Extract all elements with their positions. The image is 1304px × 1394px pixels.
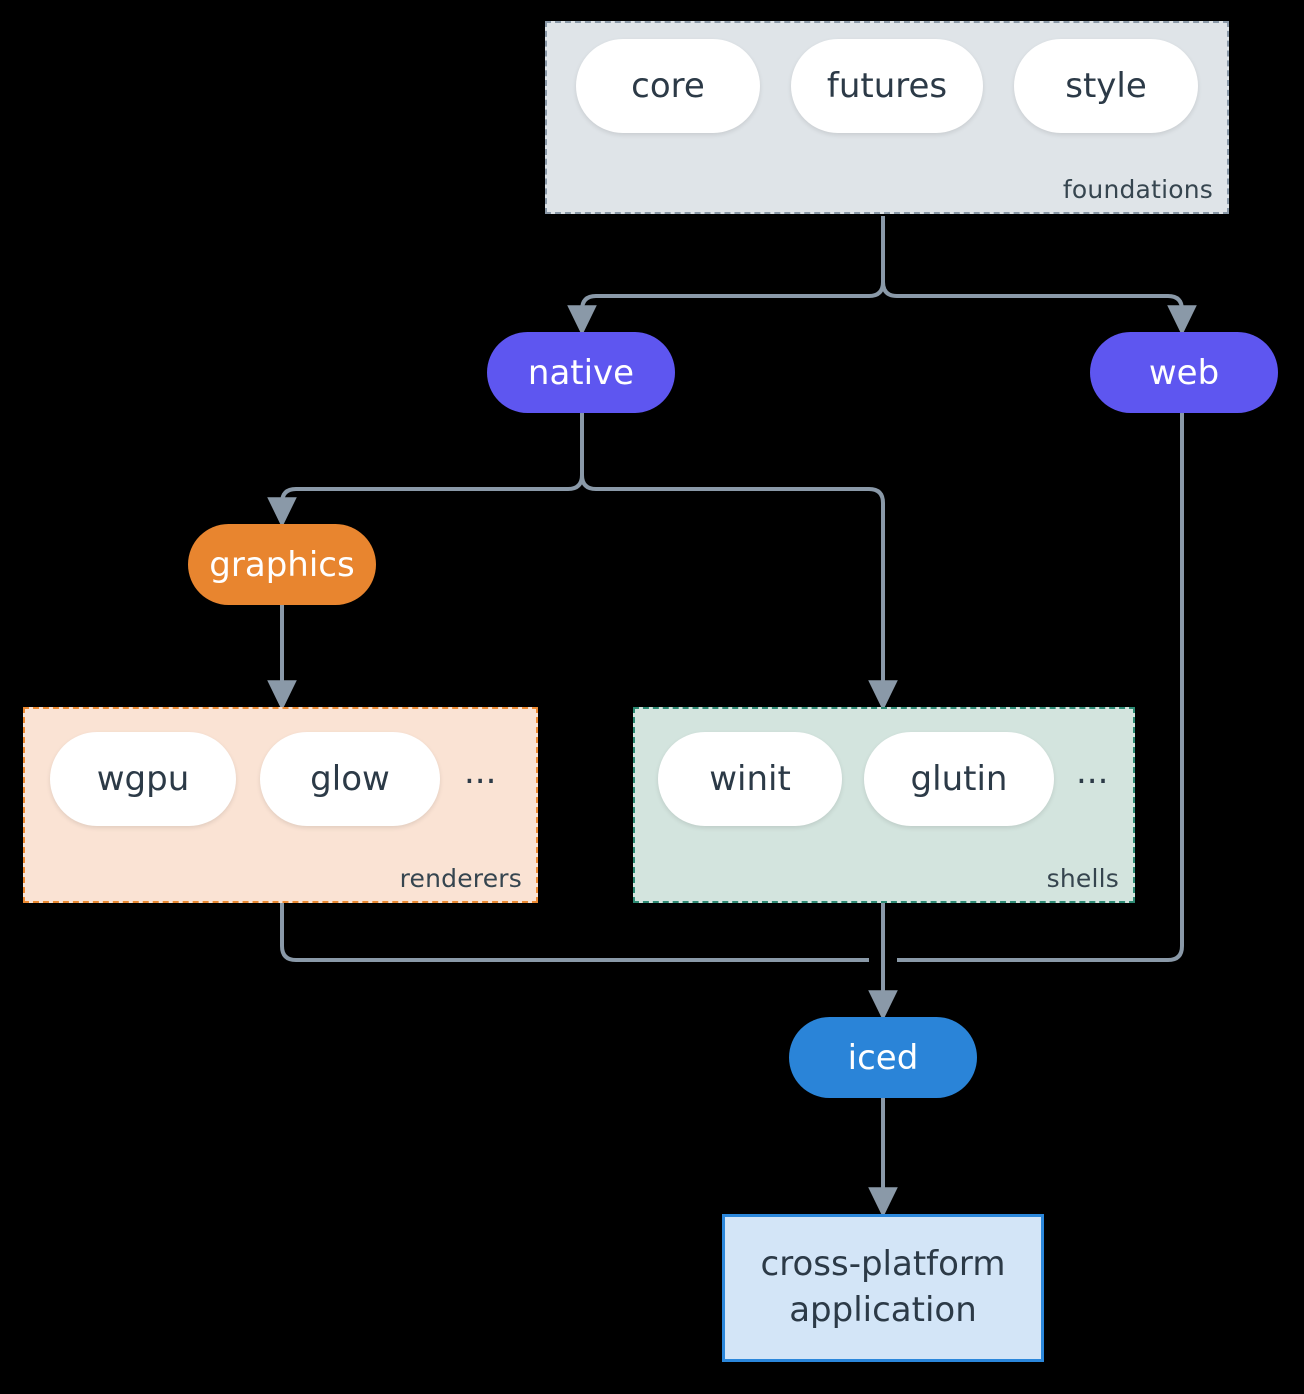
node-cross-platform-application[interactable]: cross-platform application	[722, 1214, 1044, 1362]
node-glutin-label: glutin	[910, 759, 1008, 799]
node-native-label: native	[527, 352, 635, 393]
node-winit[interactable]: winit	[658, 732, 842, 826]
cluster-foundations-items: core futures style	[547, 39, 1227, 133]
node-futures-label: futures	[826, 66, 948, 106]
node-native[interactable]: native	[487, 332, 675, 413]
edge-native-to-shells	[580, 474, 898, 711]
node-glow-label: glow	[310, 759, 390, 799]
cluster-renderers-items: wgpu glow ...	[25, 732, 536, 826]
edge-native-to-graphics	[267, 474, 584, 528]
node-web[interactable]: web	[1090, 332, 1278, 413]
cluster-renderers: wgpu glow ... renderers	[23, 707, 538, 903]
cluster-shells: winit glutin ... shells	[633, 707, 1135, 903]
cluster-shells-items: winit glutin ...	[635, 732, 1133, 826]
node-iced[interactable]: iced	[789, 1017, 977, 1098]
edge-renderers-to-bus	[280, 903, 869, 962]
cluster-foundations: core futures style foundations	[545, 21, 1229, 214]
node-glow[interactable]: glow	[260, 732, 440, 826]
node-style-label: style	[1065, 66, 1147, 106]
node-wgpu-label: wgpu	[96, 759, 190, 799]
node-application-label-line1: cross-platform	[760, 1244, 1006, 1285]
cluster-foundations-label: foundations	[1062, 175, 1213, 204]
cluster-shells-label: shells	[1046, 864, 1119, 893]
edge-foundations-to-web	[881, 281, 1197, 336]
node-application-label-line2: application	[789, 1290, 977, 1330]
node-core[interactable]: core	[576, 39, 760, 133]
node-glutin[interactable]: glutin	[864, 732, 1054, 826]
edge-foundations-to-native	[567, 281, 885, 336]
node-wgpu[interactable]: wgpu	[50, 732, 236, 826]
node-style[interactable]: style	[1014, 39, 1198, 133]
node-iced-label: iced	[847, 1037, 919, 1078]
node-winit-label: winit	[709, 759, 791, 799]
renderers-more-indicator: ...	[464, 752, 497, 792]
shells-more-indicator: ...	[1076, 752, 1109, 792]
node-graphics[interactable]: graphics	[188, 524, 376, 605]
node-futures[interactable]: futures	[791, 39, 983, 133]
node-graphics-label: graphics	[209, 544, 355, 585]
node-core-label: core	[631, 66, 705, 106]
node-web-label: web	[1148, 352, 1220, 393]
cluster-renderers-label: renderers	[399, 864, 522, 893]
